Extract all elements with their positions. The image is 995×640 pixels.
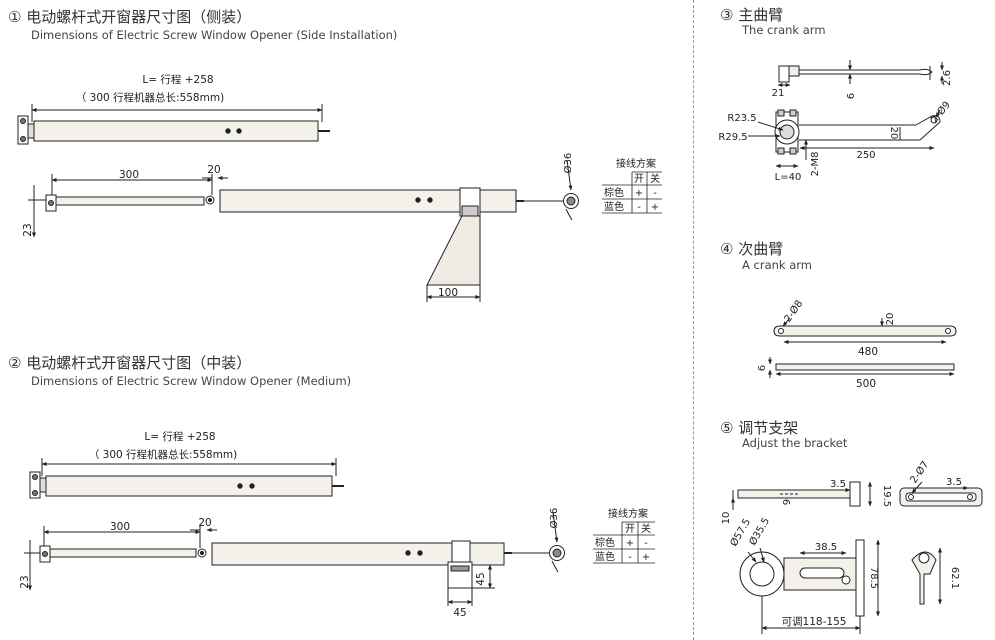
wiring-row1-close-2: - bbox=[644, 538, 648, 549]
section5-subtitle: Adjust the bracket bbox=[742, 436, 848, 450]
length-formula-1: L= 行程 +258 bbox=[142, 73, 213, 86]
bracket-dim-19-5: 19.5 bbox=[881, 485, 892, 507]
crank-dim-250: 250 bbox=[856, 150, 875, 161]
bracket-dim-3-5a: 3.5 bbox=[830, 479, 846, 490]
arm2-dim-20: 20 bbox=[885, 313, 896, 326]
wiring-col-close-1: 关 bbox=[650, 172, 660, 185]
medium-opener-top-view bbox=[29, 458, 344, 499]
length-note-2: （ 300 行程机器总长:558mm) bbox=[89, 448, 237, 461]
vertical-divider bbox=[693, 0, 694, 640]
bracket-drawing bbox=[731, 481, 983, 634]
length-formula-2: L= 行程 +258 bbox=[144, 430, 215, 443]
dim-20-1: 20 bbox=[207, 164, 220, 176]
wiring-row1-name-1: 棕色 bbox=[604, 186, 624, 199]
wiring-row1-open-2: + bbox=[626, 538, 634, 549]
bracket-phi35-5: Ø35.5 bbox=[747, 515, 772, 547]
medium-opener-side-view bbox=[24, 511, 565, 606]
wiring-row2-close-2: + bbox=[642, 552, 650, 563]
dim-d36-1: Ø36 bbox=[562, 153, 574, 174]
wiring-col-open-1: 开 bbox=[634, 174, 644, 185]
wiring-row2-name-2: 蓝色 bbox=[595, 550, 615, 563]
crank-dim-2-6: 2.6 bbox=[942, 70, 953, 86]
section5-title: ⑤ 调节支架 bbox=[720, 419, 799, 437]
crank-dim-21: 21 bbox=[772, 88, 785, 99]
bracket-dim-10: 10 bbox=[721, 512, 732, 525]
section4-subtitle: A crank arm bbox=[742, 258, 812, 272]
wiring-col-close-2: 关 bbox=[641, 522, 651, 535]
section2-subtitle: Dimensions of Electric Screw Window Open… bbox=[31, 374, 352, 388]
wiring-row2-open-1: - bbox=[637, 202, 641, 213]
crank-dim-20: 20 bbox=[888, 127, 899, 140]
section3-subtitle: The crank arm bbox=[742, 23, 826, 37]
crank-dim-6: 6 bbox=[846, 93, 857, 99]
dim-300-2: 300 bbox=[110, 521, 130, 533]
bracket-dim-3-5b: 3.5 bbox=[946, 477, 962, 488]
wiring-col-open-2: 开 bbox=[625, 524, 635, 535]
bracket-adjust-range: 可调118-155 bbox=[782, 616, 847, 628]
arm2-dim-6: 6 bbox=[757, 365, 768, 371]
arm2-phi8: 2-Ø8 bbox=[782, 298, 806, 325]
bracket-dim-38-5: 38.5 bbox=[815, 542, 837, 553]
crank-arm-side-view bbox=[748, 109, 941, 168]
wiring-row2-name-1: 蓝色 bbox=[604, 200, 624, 213]
wiring-row1-open-1: + bbox=[635, 188, 643, 199]
dim-d36-2: Ø36 bbox=[548, 508, 560, 529]
wiring-row1-close-1: - bbox=[653, 188, 657, 199]
dim-100: 100 bbox=[438, 287, 458, 299]
crank-r23-5: R23.5 bbox=[727, 113, 756, 124]
arm2-drawing bbox=[768, 317, 957, 378]
side-opener-side-view bbox=[28, 159, 579, 302]
side-opener-top-view bbox=[17, 104, 330, 145]
bracket-dim-78-5: 78.5 bbox=[868, 567, 879, 589]
wiring-title-2: 接线方案 bbox=[608, 507, 648, 520]
section3-title: ③ 主曲臂 bbox=[720, 6, 784, 24]
bracket-dim-9: 9 bbox=[782, 499, 793, 505]
dim-45-width: 45 bbox=[453, 607, 466, 619]
wiring-row2-open-2: - bbox=[628, 552, 632, 563]
dim-20-2: 20 bbox=[198, 517, 211, 529]
crank-arm-top-view bbox=[777, 60, 944, 87]
section4-title: ④ 次曲臂 bbox=[720, 240, 784, 258]
crank-phi9: 2-Ø9 bbox=[928, 99, 953, 125]
arm2-dim-480: 480 bbox=[858, 346, 878, 358]
crank-l40: L=40 bbox=[775, 172, 802, 183]
length-note-1: （ 300 行程机器总长:558mm) bbox=[76, 91, 224, 104]
bracket-dim-62-1: 62.1 bbox=[949, 567, 960, 589]
dim-45-height: 45 bbox=[475, 572, 487, 585]
section2-title: ② 电动螺杆式开窗器尺寸图（中装） bbox=[8, 354, 252, 372]
dim-23-2: 23 bbox=[19, 575, 31, 588]
wiring-table-2: 接线方案 开 关 棕色 + - 蓝色 - + bbox=[593, 507, 655, 564]
wiring-row1-name-2: 棕色 bbox=[595, 536, 615, 549]
dim-23-1: 23 bbox=[22, 223, 34, 236]
wiring-table-1: 接线方案 开 关 棕色 + - 蓝色 - + bbox=[602, 157, 662, 214]
section1-title: ① 电动螺杆式开窗器尺寸图（侧装） bbox=[8, 8, 252, 26]
wiring-row2-close-1: + bbox=[651, 202, 659, 213]
arm2-dim-500: 500 bbox=[856, 378, 876, 390]
crank-m8: 2-M8 bbox=[810, 152, 821, 177]
dim-300-1: 300 bbox=[119, 169, 139, 181]
bracket-phi7: 2-Ø7 bbox=[908, 459, 932, 486]
section1-subtitle: Dimensions of Electric Screw Window Open… bbox=[31, 28, 398, 42]
crank-r29-5: R29.5 bbox=[718, 132, 747, 143]
wiring-title-1: 接线方案 bbox=[616, 157, 656, 170]
